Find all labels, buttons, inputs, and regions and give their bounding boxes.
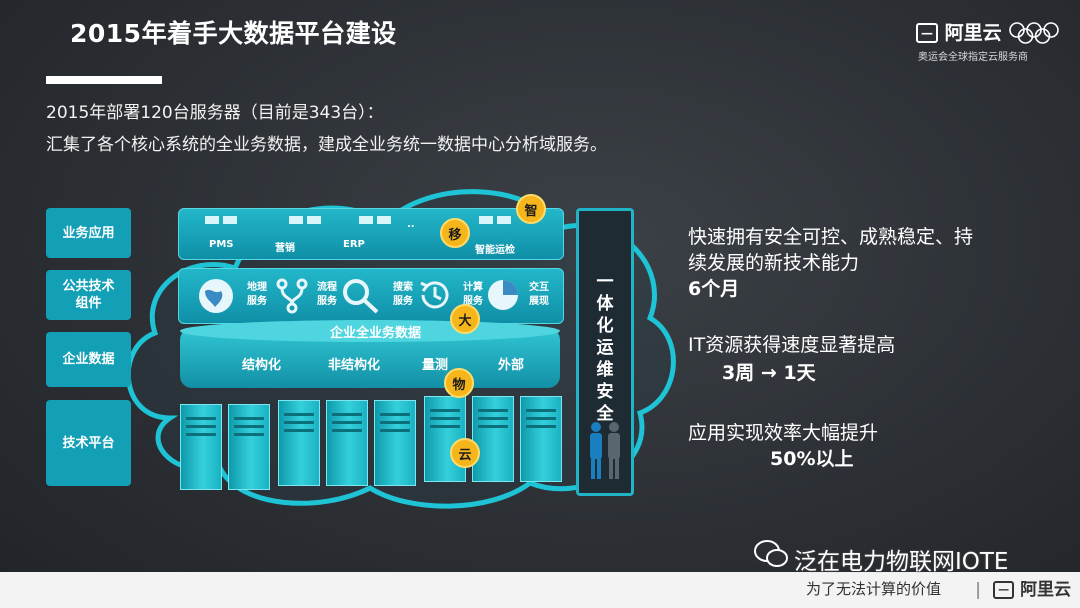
layer-enterprise-data: 企业数据 xyxy=(46,332,131,387)
intro-line-1: 2015年部署120台服务器（目前是343台）： xyxy=(46,98,384,123)
db-external: 外部 xyxy=(498,354,524,373)
db-title: 企业全业务数据 xyxy=(330,322,421,341)
badge-cloud: 云 xyxy=(450,438,480,468)
point2-value: 3周 → 1天 xyxy=(722,358,816,385)
service-search: 搜索 服务 xyxy=(393,281,413,309)
layer-common-components: 公共技术 组件 xyxy=(46,270,131,320)
layer-tech-platform: 技术平台 xyxy=(46,400,131,486)
service-display: 交互 展现 xyxy=(529,281,549,309)
point2-line1: IT资源获得速度显著提高 xyxy=(688,330,895,357)
intro-line-2: 汇集了各个核心系统的全业务数据，建成全业务统一数据中心分析域服务。 xyxy=(46,130,607,155)
app-marketing: 营销 xyxy=(275,239,295,254)
server xyxy=(326,400,368,486)
app-smart-inspection: 智能运检 xyxy=(475,241,515,256)
globe-icon xyxy=(197,277,235,315)
app-erp: ERP xyxy=(343,239,365,250)
logo-brand: 阿里云 xyxy=(945,22,1002,44)
point1-line2: 续发展的新技术能力 xyxy=(688,248,859,275)
pie-chart-icon xyxy=(485,277,521,313)
apps-panel: PMS 营销 ERP .. 智能运检 xyxy=(178,208,564,260)
enterprise-data-store: 企业全业务数据 结构化 非结构化 量测 外部 xyxy=(180,328,560,388)
module-blocks-icon xyxy=(199,214,549,228)
server xyxy=(472,396,514,482)
people-icon xyxy=(585,419,625,483)
logo-subtitle: 奥运会全球指定云服务商 xyxy=(918,48,1028,63)
service-process: 流程 服务 xyxy=(317,281,337,309)
watermark-text: 泛在电力物联网IOTE xyxy=(794,542,1008,576)
aliyun-logo: — 阿里云 奥运会全球指定云服务商 xyxy=(916,18,1066,66)
badge-mobile: 移 xyxy=(440,218,470,248)
db-unstructured: 非结构化 xyxy=(328,354,380,373)
service-geo: 地理 服务 xyxy=(247,281,267,309)
server xyxy=(180,404,222,490)
flow-branch-icon xyxy=(275,277,309,315)
server xyxy=(228,404,270,490)
ops-label: 一体化运维安全 xyxy=(594,271,616,425)
layer-business-apps: 业务应用 xyxy=(46,208,131,258)
point1-line1: 快速拥有安全可控、成熟稳定、持 xyxy=(688,222,973,249)
footer-slogan: 为了无法计算的价值 xyxy=(806,578,941,599)
badge-smart: 智 xyxy=(516,194,546,224)
server xyxy=(374,400,416,486)
app-pms: PMS xyxy=(209,239,233,250)
badge-iot: 物 xyxy=(444,368,474,398)
search-icon xyxy=(341,277,381,315)
db-structured: 结构化 xyxy=(242,354,281,373)
olympic-rings-icon xyxy=(1008,22,1060,44)
server xyxy=(520,396,562,482)
wechat-icon xyxy=(752,538,790,570)
cloud-bracket-icon: — xyxy=(916,23,938,43)
app-more: .. xyxy=(407,219,415,230)
footer-brand-label: 阿里云 xyxy=(1020,580,1071,600)
db-measurement: 量测 xyxy=(422,354,448,373)
page-title: 2015年着手大数据平台建设 xyxy=(70,14,397,50)
cloud-bracket-icon: — xyxy=(993,581,1014,599)
server xyxy=(278,400,320,486)
point3-value: 50%以上 xyxy=(770,444,853,471)
badge-big: 大 xyxy=(450,304,480,334)
title-underline xyxy=(46,76,162,84)
history-clock-icon xyxy=(417,277,453,313)
footer-brand: | — 阿里云 xyxy=(975,575,1071,600)
services-panel: 地理 服务 流程 服务 搜索 服务 计算 服务 交互 展现 xyxy=(178,268,564,324)
point1-value: 6个月 xyxy=(688,274,739,301)
ops-security-box: 一体化运维安全 xyxy=(576,208,634,496)
point3-line1: 应用实现效率大幅提升 xyxy=(688,418,878,445)
